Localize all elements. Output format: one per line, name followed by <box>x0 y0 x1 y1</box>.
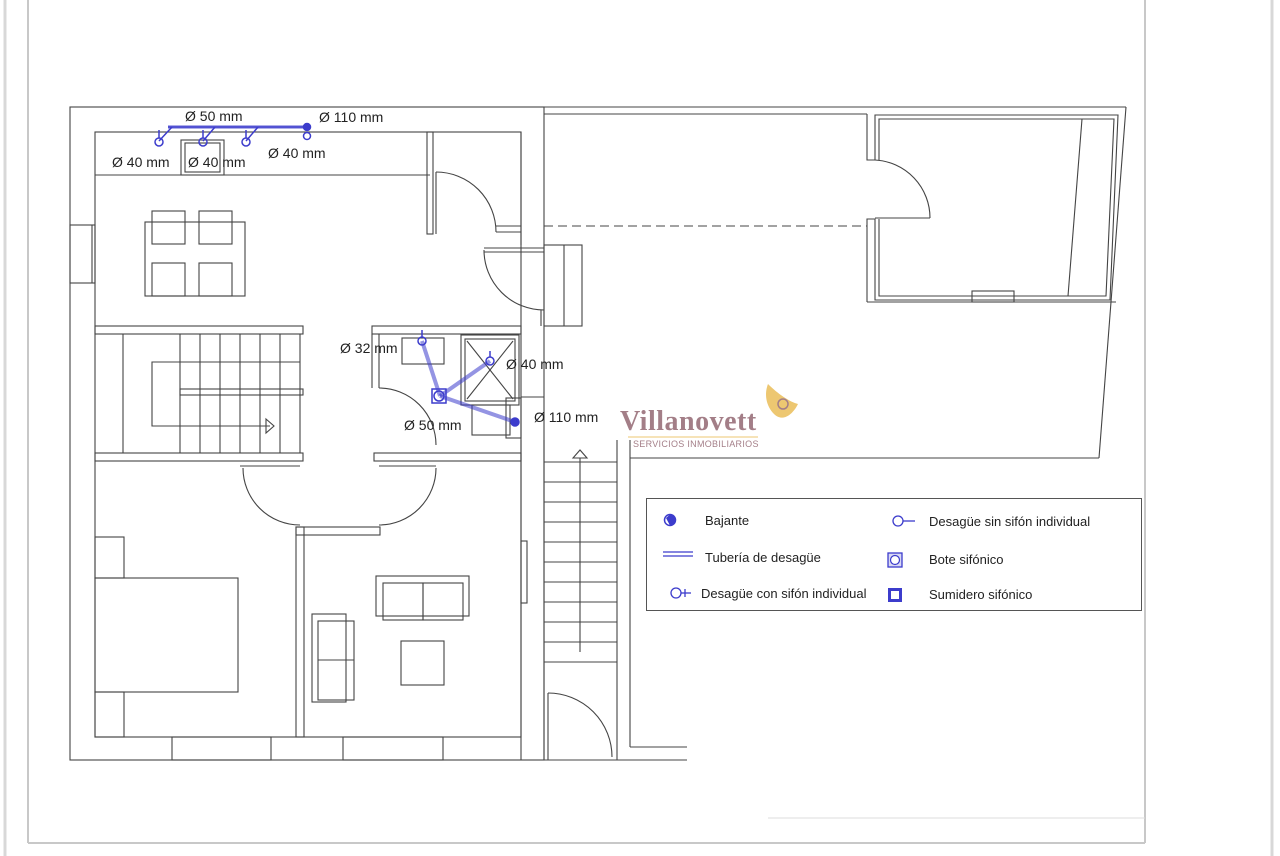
coffee-table <box>400 640 445 686</box>
drainage-network <box>154 122 520 427</box>
legend-label: Tubería de desagüe <box>705 550 821 565</box>
trap-box-icon <box>431 388 447 404</box>
drain-with-trap-icon <box>154 137 164 147</box>
chair <box>198 262 233 297</box>
dimension-label: Ø 32 mm <box>340 340 398 356</box>
legend-item: Desagüe sin sifón individual <box>891 514 1090 529</box>
brand-wordmark: Villanovett <box>620 406 757 437</box>
drain-with-trap-icon <box>241 137 251 147</box>
dimension-label: Ø 110 mm <box>534 409 599 425</box>
drain-with-trap-icon <box>198 137 208 147</box>
watermark-logo: Villanovett SERVICIOS INMOBILIARIOS <box>618 384 808 454</box>
legend-item: Bote sifónico <box>887 552 1004 568</box>
outer-wall <box>69 106 545 761</box>
legend-item: Sumidero sifónico <box>887 587 1032 602</box>
legend-label: Desagüe con sifón individual <box>701 586 867 601</box>
downpipe-icon <box>510 417 520 427</box>
dining-table <box>144 221 246 297</box>
inner-wall <box>94 131 522 738</box>
walls <box>69 106 1127 761</box>
dimension-label: Ø 40 mm <box>268 145 326 161</box>
stair-arrow-icon <box>571 449 589 459</box>
bed <box>94 577 239 693</box>
logo-emblem-icon <box>628 384 798 438</box>
armchair <box>311 613 347 703</box>
nightstand <box>94 691 125 738</box>
window-left <box>69 224 96 284</box>
chair <box>151 262 186 297</box>
legend-item: Bajante <box>663 513 749 528</box>
dimension-label: Ø 110 mm <box>319 109 384 125</box>
dimension-label: Ø 50 mm <box>404 417 462 433</box>
chair <box>151 210 186 245</box>
legend-label: Sumidero sifónico <box>929 587 1033 602</box>
kitchen-sink <box>180 139 225 176</box>
dimension-label: Ø 40 mm <box>112 154 170 170</box>
window-bottom <box>342 736 444 761</box>
legend-label: Bote sifónico <box>929 552 1004 567</box>
dimension-label: Ø 40 mm <box>188 154 246 170</box>
stair-arrow-icon <box>265 417 275 435</box>
chair <box>198 210 233 245</box>
dimension-label: Ø 50 mm <box>185 108 243 124</box>
downpipe-icon <box>302 131 312 141</box>
bath-sink <box>401 337 445 365</box>
dimension-label: Ø 40 mm <box>506 356 564 372</box>
brand-tagline: SERVICIOS INMOBILIARIOS <box>633 439 759 449</box>
nightstand <box>94 536 125 579</box>
legend: Bajante Desagüe sin sifón individual Tub… <box>646 498 1142 611</box>
legend-label: Desagüe sin sifón individual <box>929 514 1091 529</box>
legend-label: Bajante <box>705 513 750 528</box>
legend-item: Desagüe con sifón individual <box>669 586 867 601</box>
entrance-step <box>543 244 583 327</box>
page-border <box>3 0 1274 856</box>
window-bottom <box>171 736 272 761</box>
downpipe-icon <box>302 122 312 132</box>
legend-item: Tubería de desagüe <box>663 550 821 565</box>
